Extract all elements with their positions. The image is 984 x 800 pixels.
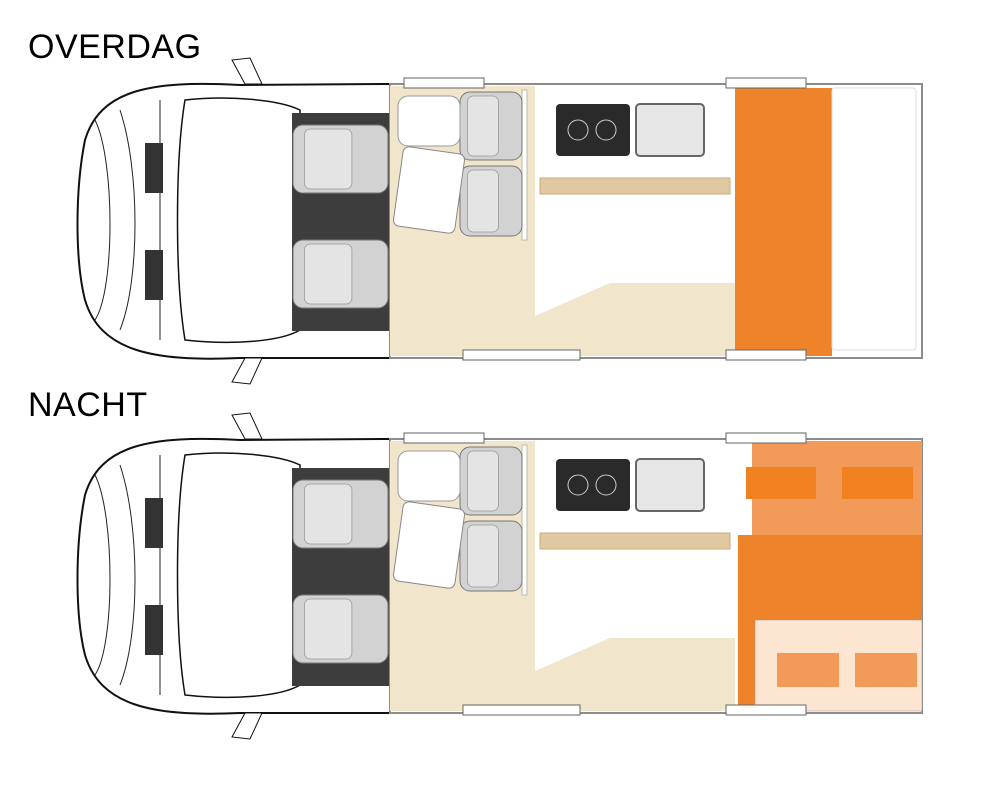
mirror-left bbox=[231, 57, 263, 85]
mirror-right bbox=[231, 712, 263, 740]
passenger-seat-cushion bbox=[303, 598, 353, 660]
table bbox=[393, 146, 465, 234]
window-4 bbox=[725, 349, 807, 361]
night-plan bbox=[76, 412, 923, 740]
mirror-left bbox=[231, 412, 263, 440]
front-grille-left bbox=[145, 498, 163, 548]
window-3 bbox=[462, 349, 581, 361]
driver-seat-cushion bbox=[303, 128, 353, 190]
partition bbox=[521, 444, 528, 596]
bed-storage bbox=[831, 87, 917, 351]
table bbox=[393, 501, 465, 589]
day-layout-label: OVERDAG bbox=[28, 28, 202, 66]
bench-seat-front-cushion bbox=[467, 169, 499, 233]
windshield-hood bbox=[176, 452, 301, 699]
cooktop bbox=[556, 459, 630, 511]
day-plan bbox=[76, 57, 923, 385]
bench-seat-rear-cushion bbox=[467, 450, 499, 512]
kitchen-cabinet bbox=[539, 177, 731, 195]
pillow-1 bbox=[746, 467, 816, 499]
driver-seat-cushion bbox=[303, 483, 353, 545]
window-2 bbox=[725, 77, 807, 89]
mirror-right bbox=[231, 357, 263, 385]
burner-right bbox=[595, 119, 617, 141]
swivel-seat bbox=[397, 95, 461, 147]
pillow-3 bbox=[777, 653, 839, 687]
burner-left bbox=[567, 119, 589, 141]
bed-side-strip bbox=[738, 535, 755, 711]
bench-seat-rear-cushion bbox=[467, 95, 499, 157]
sink bbox=[635, 458, 705, 512]
passenger-seat-cushion bbox=[303, 243, 353, 305]
window-1 bbox=[403, 77, 485, 89]
cooktop bbox=[556, 104, 630, 156]
window-2 bbox=[725, 432, 807, 444]
window-1 bbox=[403, 432, 485, 444]
burner-left bbox=[567, 474, 589, 496]
bed-middle bbox=[752, 535, 922, 622]
front-grille-right bbox=[145, 250, 163, 300]
window-4 bbox=[725, 704, 807, 716]
window-3 bbox=[462, 704, 581, 716]
bed-day bbox=[735, 88, 832, 356]
pillow-4 bbox=[855, 653, 917, 687]
front-grille-left bbox=[145, 143, 163, 193]
windshield-hood bbox=[176, 97, 301, 344]
kitchen-cabinet bbox=[539, 532, 731, 550]
front-grille-right bbox=[145, 605, 163, 655]
burner-right bbox=[595, 474, 617, 496]
sink bbox=[635, 103, 705, 157]
night-layout-label: NACHT bbox=[28, 386, 148, 424]
bench-seat-front-cushion bbox=[467, 524, 499, 588]
partition bbox=[521, 89, 528, 241]
pillow-2 bbox=[842, 467, 913, 499]
swivel-seat bbox=[397, 450, 461, 502]
